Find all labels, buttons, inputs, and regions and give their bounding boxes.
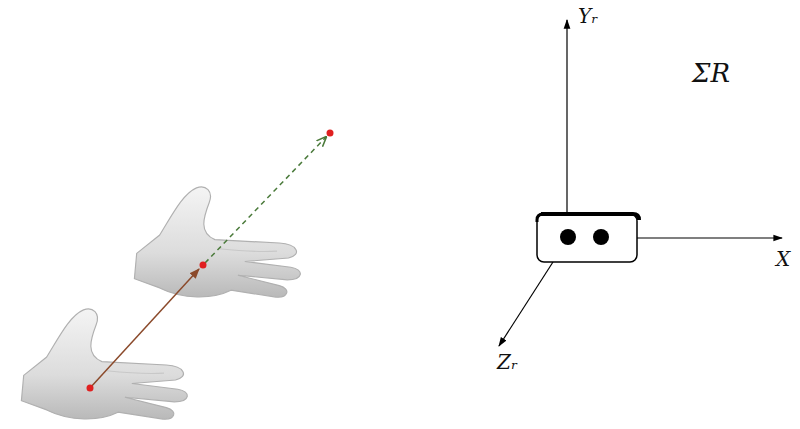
x-axis xyxy=(637,237,782,238)
point-dot xyxy=(200,262,207,269)
camera xyxy=(537,214,639,262)
point-dot xyxy=(327,130,334,137)
y-axis xyxy=(566,20,567,215)
axis-label: X xyxy=(776,249,790,269)
z-axis xyxy=(499,262,553,346)
motion-arrow xyxy=(90,269,199,388)
frame-label: ΣR xyxy=(692,60,730,86)
point-dot xyxy=(87,385,94,392)
lower-hand xyxy=(21,309,187,419)
axis-label: Yᵣ xyxy=(578,6,598,26)
upper-hand xyxy=(134,187,300,297)
axis-label: Zᵣ xyxy=(497,352,518,372)
extrapolation-arrow xyxy=(205,137,326,263)
